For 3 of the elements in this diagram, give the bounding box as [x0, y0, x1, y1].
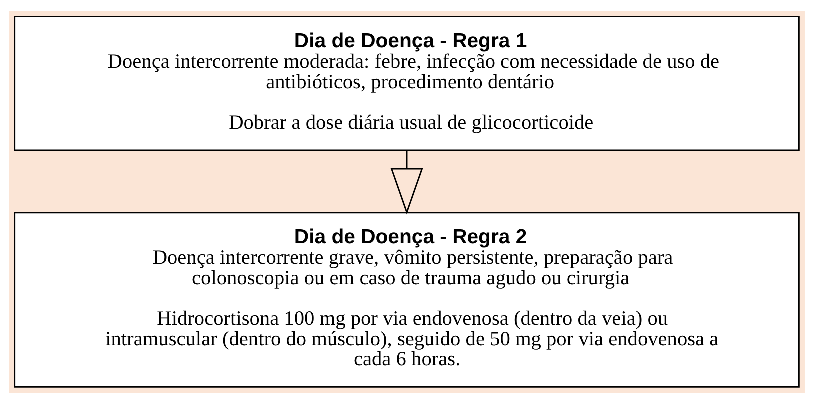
node-box: Dia de Doença - Regra 1 Doença intercorrente moderada: febre, infecção com necessidade de uso de antibióticos, procedimento dentário Dobrar a dose diária usual de glicocorticoide	[14, 16, 800, 151]
arrow	[390, 150, 424, 214]
node-box: Dia de Doença - Regra 2 Doença intercorrente grave, vômito persistente, preparação para colonoscopia ou em caso de trauma agudo ou cirurgia Hidrocortisona 100 mg por via endovenosa (dentro da veia) ou intramuscular (dentro do músculo), seguido de 50 mg por via endovenosa a cada 6 horas.	[14, 212, 800, 388]
